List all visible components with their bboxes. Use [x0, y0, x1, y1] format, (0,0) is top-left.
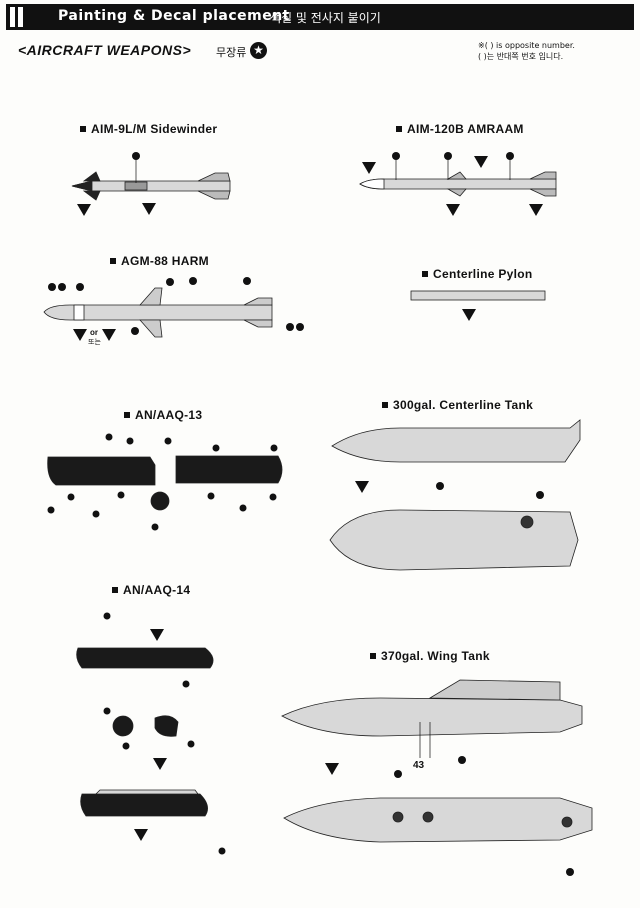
aim120-missile: [359, 171, 557, 197]
header-stripe-icon: [10, 7, 15, 27]
tank370-drawing: [281, 679, 593, 843]
label-centerline-pylon: Centerline Pylon: [422, 267, 533, 281]
note-korean: ( )는 반대쪽 번호 입니다.: [478, 52, 564, 61]
label-aaq13: AN/AAQ-13: [124, 408, 202, 422]
header-stripe-icon: [18, 7, 23, 27]
page-title: Painting & Decal placement: [58, 8, 290, 24]
label-agm88: AGM-88 HARM: [110, 254, 209, 268]
agm88-missile: [43, 287, 273, 338]
section-title: <AIRCRAFT WEAPONS>: [18, 42, 192, 58]
star-icon: ★: [250, 42, 267, 59]
callout-43: 43: [413, 760, 425, 771]
harm-or-label: or: [90, 328, 98, 337]
centerline-pylon: [410, 290, 546, 301]
opposite-number-note: ※( ) is opposite number. ( )는 반대쪽 번호 입니다…: [478, 40, 575, 62]
label-aaq14: AN/AAQ-14: [112, 583, 190, 597]
aim9-missile: [71, 171, 231, 201]
aaq13-pod: [47, 455, 283, 511]
harm-or-korean: 또는: [88, 339, 101, 346]
label-aim120: AIM-120B AMRAAM: [396, 122, 524, 136]
label-370gal-tank: 370gal. Wing Tank: [370, 649, 490, 663]
page-title-korean: 색칠 및 전사지 붙이기: [270, 11, 381, 25]
aaq14-pod: [76, 647, 214, 817]
label-aim9: AIM-9L/M Sidewinder: [80, 122, 217, 136]
note-english: ※( ) is opposite number.: [478, 41, 575, 50]
section-title-korean: 무장류: [216, 46, 247, 59]
header-bar: Painting & Decal placement 색칠 및 전사지 붙이기: [6, 4, 634, 30]
label-300gal-tank: 300gal. Centerline Tank: [382, 398, 533, 412]
tank300-drawing: [329, 419, 581, 571]
